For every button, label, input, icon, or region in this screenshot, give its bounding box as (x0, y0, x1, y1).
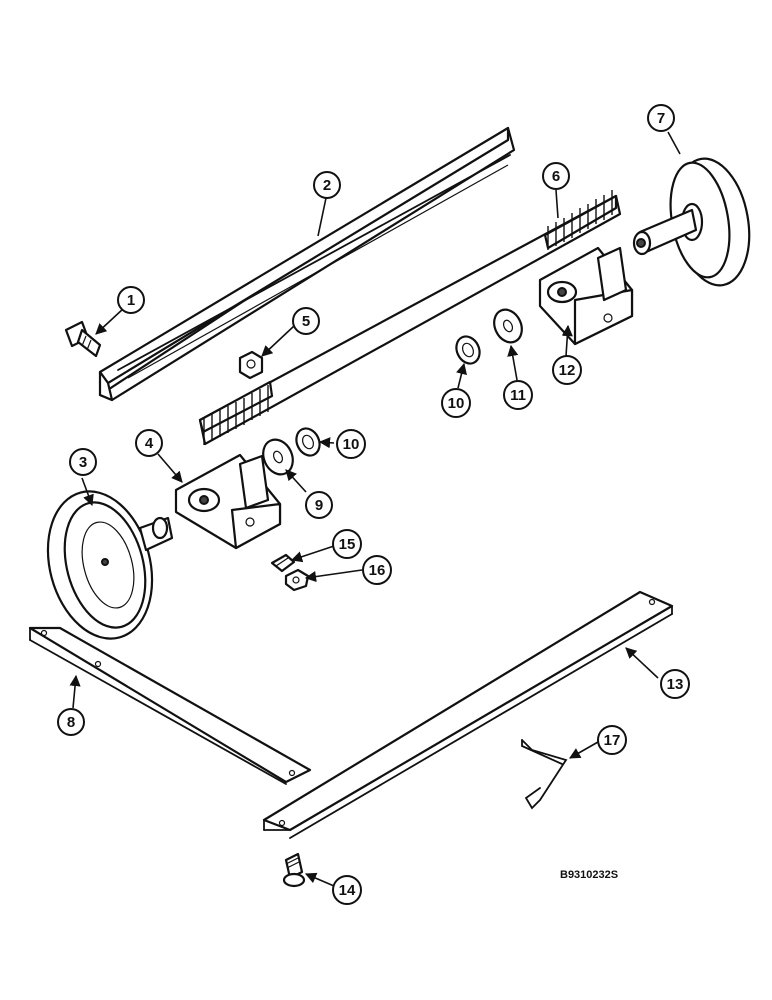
callout-10-upper-label: 10 (448, 395, 465, 412)
callout-1: 1 (117, 286, 145, 314)
callout-13-label: 13 (667, 676, 684, 693)
callout-5-label: 5 (302, 313, 310, 330)
callout-11: 11 (503, 380, 533, 410)
callout-8-label: 8 (67, 714, 75, 731)
callout-7-label: 7 (657, 110, 665, 127)
callout-8: 8 (57, 708, 85, 736)
small-screw-part (270, 553, 296, 573)
callout-10-lower-label: 10 (343, 436, 360, 453)
lower-lock-washer-part (295, 427, 321, 457)
callout-9: 9 (305, 491, 333, 519)
callout-17-label: 17 (604, 732, 621, 749)
callout-16: 16 (362, 555, 392, 585)
lower-bearing-block-part (174, 453, 282, 550)
callout-7: 7 (647, 104, 675, 132)
brush-strip-part (198, 190, 622, 446)
callout-6: 6 (542, 162, 570, 190)
callout-10-upper: 10 (441, 388, 471, 418)
leader-lines (69, 131, 681, 887)
lower-wheel-part (46, 490, 174, 640)
callout-15: 15 (332, 529, 362, 559)
upper-lock-washer-part (455, 335, 481, 365)
channel-rail-part (98, 126, 516, 402)
callout-14-label: 14 (339, 882, 356, 899)
small-nut-part (284, 568, 310, 592)
upper-bearing-block-part (538, 246, 634, 346)
screw-part (282, 852, 306, 888)
bolt-part (64, 320, 102, 358)
upper-wheel-part (632, 157, 751, 287)
callout-10-lower: 10 (336, 429, 366, 459)
left-flat-bar-part (28, 626, 312, 785)
upper-flat-washer-part (493, 308, 523, 344)
callout-16-label: 16 (369, 562, 386, 579)
callout-3: 3 (69, 448, 97, 476)
brush-bristles (203, 190, 613, 445)
callout-4: 4 (135, 429, 163, 457)
callout-13: 13 (660, 669, 690, 699)
nut-part (238, 350, 264, 380)
drawing-code: B9310232S (560, 869, 618, 881)
callout-4-label: 4 (145, 435, 154, 452)
callout-5: 5 (292, 307, 320, 335)
callout-3-label: 3 (79, 454, 87, 471)
callout-2: 2 (313, 171, 341, 199)
callout-6-label: 6 (552, 168, 560, 185)
callout-12-label: 12 (559, 362, 576, 379)
callout-2-label: 2 (323, 177, 331, 194)
callout-1-label: 1 (127, 292, 135, 309)
callout-12: 12 (552, 355, 582, 385)
callout-9-label: 9 (315, 497, 323, 514)
callout-14: 14 (332, 875, 362, 905)
callout-15-label: 15 (339, 536, 356, 553)
callout-11-label: 11 (510, 387, 526, 404)
wire-clip-part (521, 739, 568, 810)
long-flat-bar-part (262, 590, 674, 839)
callout-17: 17 (597, 725, 627, 755)
